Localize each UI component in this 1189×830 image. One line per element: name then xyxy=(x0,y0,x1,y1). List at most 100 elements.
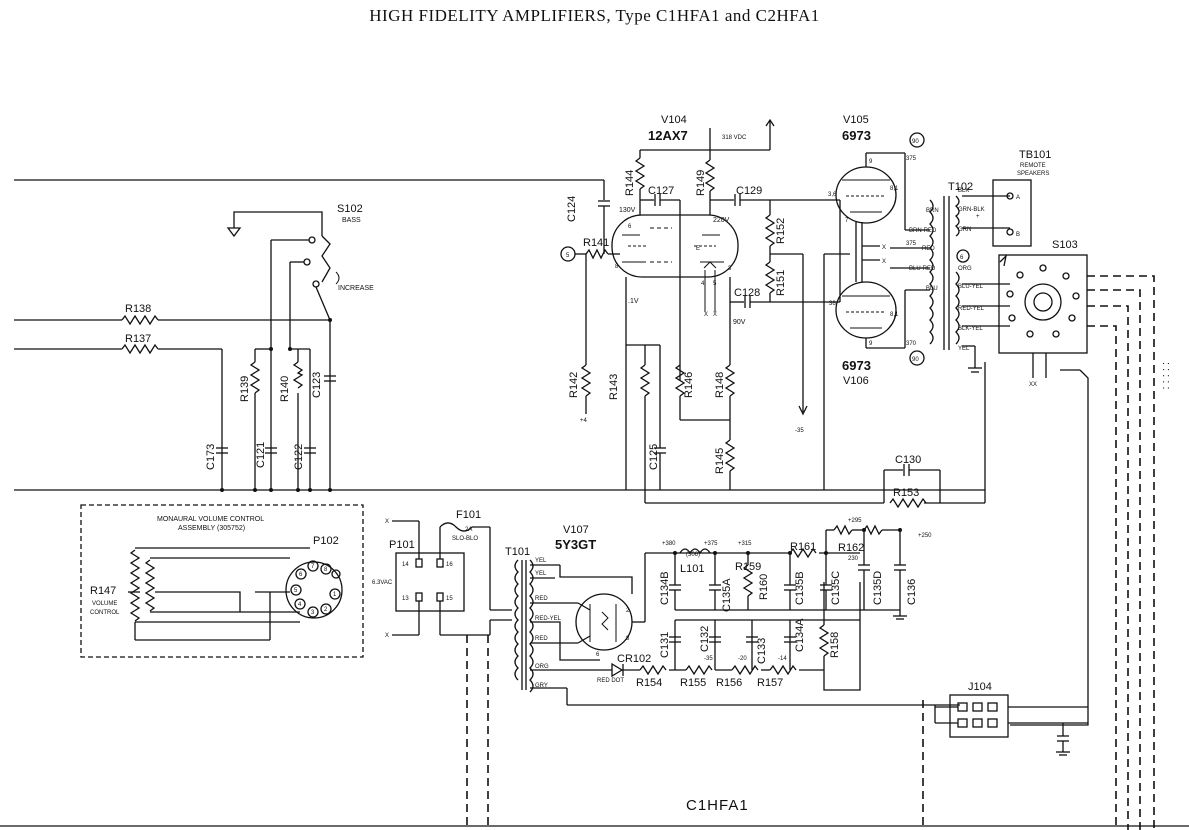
c135c-label: C135D xyxy=(872,571,884,605)
r147-label: R145 xyxy=(714,448,726,474)
svg-text:BRN-RED: BRN-RED xyxy=(909,228,937,234)
p102-plug xyxy=(285,561,343,619)
svg-text:6: 6 xyxy=(299,572,303,578)
v104-type: 12AX7 xyxy=(648,128,688,143)
output-stage: V105 6973 90 375 3,6 8,1 9 7 370 36 8,1 … xyxy=(645,114,986,509)
r138-label: R138 xyxy=(125,303,151,315)
c122-label: C122 xyxy=(293,444,305,470)
volume-box-subtitle: ASSEMBLY (305752) xyxy=(178,525,245,532)
input-section: R138 R137 C173 S102 BASS INCREASE xyxy=(14,179,985,492)
r153-label: R154 xyxy=(636,677,662,689)
svg-text:GRN-BLK: GRN-BLK xyxy=(958,207,985,213)
svg-text:3: 3 xyxy=(728,266,732,272)
svg-text:+4: +4 xyxy=(580,418,588,424)
svg-text:+295: +295 xyxy=(848,518,862,524)
svg-text:230: 230 xyxy=(848,556,859,562)
s103-switch xyxy=(998,254,1088,354)
svg-text:RED-YEL: RED-YEL xyxy=(535,616,562,622)
c127-label: C128 xyxy=(734,287,760,299)
svg-text:4: 4 xyxy=(298,602,302,608)
r149-label: R149 xyxy=(695,170,707,196)
svg-text:370: 370 xyxy=(906,341,917,347)
svg-text:YEL: YEL xyxy=(535,558,547,564)
svg-text:X: X xyxy=(385,519,389,525)
svg-text:-14: -14 xyxy=(778,656,787,662)
volume-control-assembly: MONAURAL VOLUME CONTROL ASSEMBLY (305752… xyxy=(80,504,364,658)
r140-label: R140 xyxy=(279,376,291,402)
svg-text:GRN: GRN xyxy=(958,227,971,233)
r161-label: R162 xyxy=(838,542,864,554)
svg-text:8,1: 8,1 xyxy=(890,312,899,318)
svg-text:4: 4 xyxy=(701,281,705,287)
v104-stage: V104 12AX7 318 VDC R144 R149 C127 C129 1… xyxy=(560,114,840,503)
svg-text:2: 2 xyxy=(324,607,328,613)
svg-text:RED: RED xyxy=(535,636,548,642)
svg-text:2: 2 xyxy=(626,608,630,614)
svg-text:6: 6 xyxy=(596,652,600,658)
svg-text:6: 6 xyxy=(960,255,964,261)
increase-label: INCREASE xyxy=(338,285,374,292)
c132-label: C133 xyxy=(756,638,768,664)
s103-label: S103 xyxy=(1052,239,1078,251)
svg-text:7: 7 xyxy=(311,564,315,570)
r146-label: R146 xyxy=(683,372,695,398)
svg-text:B: B xyxy=(1016,232,1020,238)
svg-text:16: 16 xyxy=(446,562,453,568)
svg-text:X: X xyxy=(713,312,717,318)
c135a-label: C135B xyxy=(794,571,806,605)
r137-label: R137 xyxy=(125,333,151,345)
svg-text:5: 5 xyxy=(713,281,717,287)
svg-text:RED DOT: RED DOT xyxy=(597,678,624,684)
volume-box-title: MONAURAL VOLUME CONTROL xyxy=(157,516,264,523)
diagram-title: HIGH FIDELITY AMPLIFIERS, Type C1HFA1 an… xyxy=(369,6,820,25)
r143-label: R141 xyxy=(583,237,609,249)
r142-label: R142 xyxy=(568,372,580,398)
svg-text:9: 9 xyxy=(869,159,873,165)
t101-label: T101 xyxy=(505,546,530,558)
l101-label: L101 xyxy=(680,563,704,575)
cr102-label: CR102 xyxy=(617,653,651,665)
r160-label: R161 xyxy=(790,541,816,553)
svg-text:SLO-BLO: SLO-BLO xyxy=(452,536,478,542)
power-input: P101 14 16 13 15 6.3VAC X X F101 2A SLO-… xyxy=(372,509,924,830)
svg-text:VOLUME: VOLUME xyxy=(92,601,117,607)
svg-text:13: 13 xyxy=(402,596,409,602)
j104-jack xyxy=(949,694,1009,738)
c173-label: C173 xyxy=(205,444,217,470)
svg-text:SPEAKERS: SPEAKERS xyxy=(1017,171,1049,177)
b-plus-label: 318 VDC xyxy=(722,135,747,141)
f101-label: F101 xyxy=(456,509,481,521)
svg-text:BLU-YEL: BLU-YEL xyxy=(958,284,984,290)
svg-text:GRY: GRY xyxy=(535,683,548,689)
c135d-label: C136 xyxy=(906,579,918,605)
v105-type: 6973 xyxy=(842,128,871,143)
r159-label: R160 xyxy=(758,574,770,600)
r150-label: R151 xyxy=(775,270,787,296)
svg-text:YEL: YEL xyxy=(535,571,547,577)
svg-text:RED-YEL: RED-YEL xyxy=(958,306,985,312)
svg-text:: : : : :: : : : : : xyxy=(1160,362,1172,390)
s102-label: S102 xyxy=(337,203,363,215)
svg-text:X: X xyxy=(882,245,886,251)
c129-label: C130 xyxy=(895,454,921,466)
svg-text:-20: -20 xyxy=(738,656,747,662)
c121-label: C121 xyxy=(255,442,267,468)
svg-text:BLU-RED: BLU-RED xyxy=(909,266,936,272)
c134a-label: C134B xyxy=(659,571,671,605)
svg-text:375: 375 xyxy=(906,241,917,247)
svg-text:(306): (306) xyxy=(686,552,700,558)
v106-type: 6973 xyxy=(842,358,871,373)
svg-text:5: 5 xyxy=(294,588,298,594)
c133-label: C134A xyxy=(794,618,806,652)
svg-text:8: 8 xyxy=(626,636,630,642)
svg-text:X: X xyxy=(882,259,886,265)
v130-label: 130V xyxy=(619,207,636,214)
svg-text:+: + xyxy=(976,214,980,220)
svg-text:BRN: BRN xyxy=(926,208,939,214)
svg-text:36: 36 xyxy=(829,301,836,307)
c131-label: C132 xyxy=(699,626,711,652)
svg-text:CONTROL: CONTROL xyxy=(90,610,120,616)
svg-text:+250: +250 xyxy=(918,533,932,539)
svg-text:7: 7 xyxy=(845,218,849,224)
svg-text:RED: RED xyxy=(922,246,935,252)
